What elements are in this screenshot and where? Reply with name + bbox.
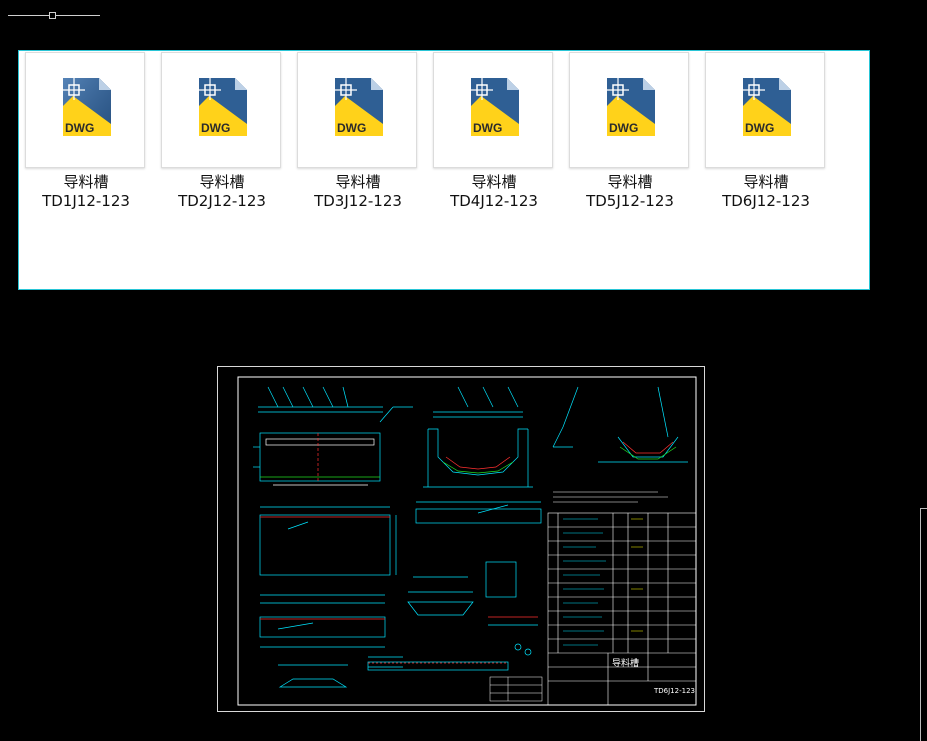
- file-browser-panel: DWG 导料槽 TD1J12-123 DWG: [18, 50, 870, 290]
- cad-section-view: [423, 386, 533, 488]
- file-item[interactable]: DWG 导料槽 TD5J12-123: [563, 51, 689, 216]
- svg-text:DWG: DWG: [337, 121, 366, 135]
- file-item[interactable]: DWG 导料槽 TD4J12-123: [427, 51, 553, 216]
- svg-text:DWG: DWG: [473, 121, 502, 135]
- file-name: 导料槽: [199, 173, 245, 191]
- file-name: 导料槽: [335, 173, 381, 191]
- file-thumbnail[interactable]: DWG: [25, 52, 145, 168]
- file-name: 导料槽: [471, 173, 517, 191]
- file-item[interactable]: DWG 导料槽 TD2J12-123: [155, 51, 281, 216]
- file-name: 导料槽: [743, 173, 789, 191]
- svg-text:DWG: DWG: [609, 121, 638, 135]
- cad-plate-view: [259, 506, 397, 576]
- file-code: TD1J12-123: [42, 192, 130, 210]
- cad-drawing-preview: 导料槽 TD6J12-123: [237, 376, 697, 706]
- dwg-file-icon: DWG: [607, 78, 655, 136]
- file-code: TD3J12-123: [314, 192, 402, 210]
- vertical-scrollbar[interactable]: [920, 508, 921, 741]
- dwg-file-icon: DWG: [63, 78, 111, 136]
- cad-bar-view: [415, 501, 542, 524]
- cad-preview-frame: 导料槽 TD6J12-123: [217, 366, 705, 712]
- file-thumbnail[interactable]: DWG: [569, 52, 689, 168]
- file-thumbnail[interactable]: DWG: [161, 52, 281, 168]
- file-code: TD5J12-123: [586, 192, 674, 210]
- file-thumbnail[interactable]: DWG: [297, 52, 417, 168]
- cad-parts-table: [547, 512, 697, 706]
- cad-detail-view: [552, 386, 688, 463]
- svg-text:DWG: DWG: [65, 121, 94, 135]
- dwg-file-icon: DWG: [335, 78, 383, 136]
- title-block-name: 导料槽: [612, 657, 639, 669]
- file-item[interactable]: DWG 导料槽 TD1J12-123: [19, 51, 145, 216]
- dwg-file-icon: DWG: [743, 78, 791, 136]
- cad-small-table: [489, 676, 543, 702]
- file-thumbnail[interactable]: DWG: [433, 52, 553, 168]
- file-thumbnail[interactable]: DWG: [705, 52, 825, 168]
- dwg-file-icon: DWG: [199, 78, 247, 136]
- file-name: 导料槽: [63, 173, 109, 191]
- title-block-drawing-number: TD6J12-123: [653, 687, 695, 695]
- svg-text:DWG: DWG: [745, 121, 774, 135]
- file-name: 导料槽: [607, 173, 653, 191]
- file-item[interactable]: DWG 导料槽 TD6J12-123: [699, 51, 825, 216]
- file-code: TD4J12-123: [450, 192, 538, 210]
- cad-lower-center-view: [367, 561, 538, 671]
- scrollbar-cap: [920, 508, 927, 509]
- cad-front-view: [253, 386, 413, 486]
- dwg-file-icon: DWG: [471, 78, 519, 136]
- cad-notes: [553, 491, 668, 503]
- cad-lower-left-view: [259, 594, 403, 688]
- zoom-slider-handle[interactable]: [49, 12, 56, 19]
- file-code: TD6J12-123: [722, 192, 810, 210]
- file-code: TD2J12-123: [178, 192, 266, 210]
- svg-text:DWG: DWG: [201, 121, 230, 135]
- file-item[interactable]: DWG 导料槽 TD3J12-123: [291, 51, 417, 216]
